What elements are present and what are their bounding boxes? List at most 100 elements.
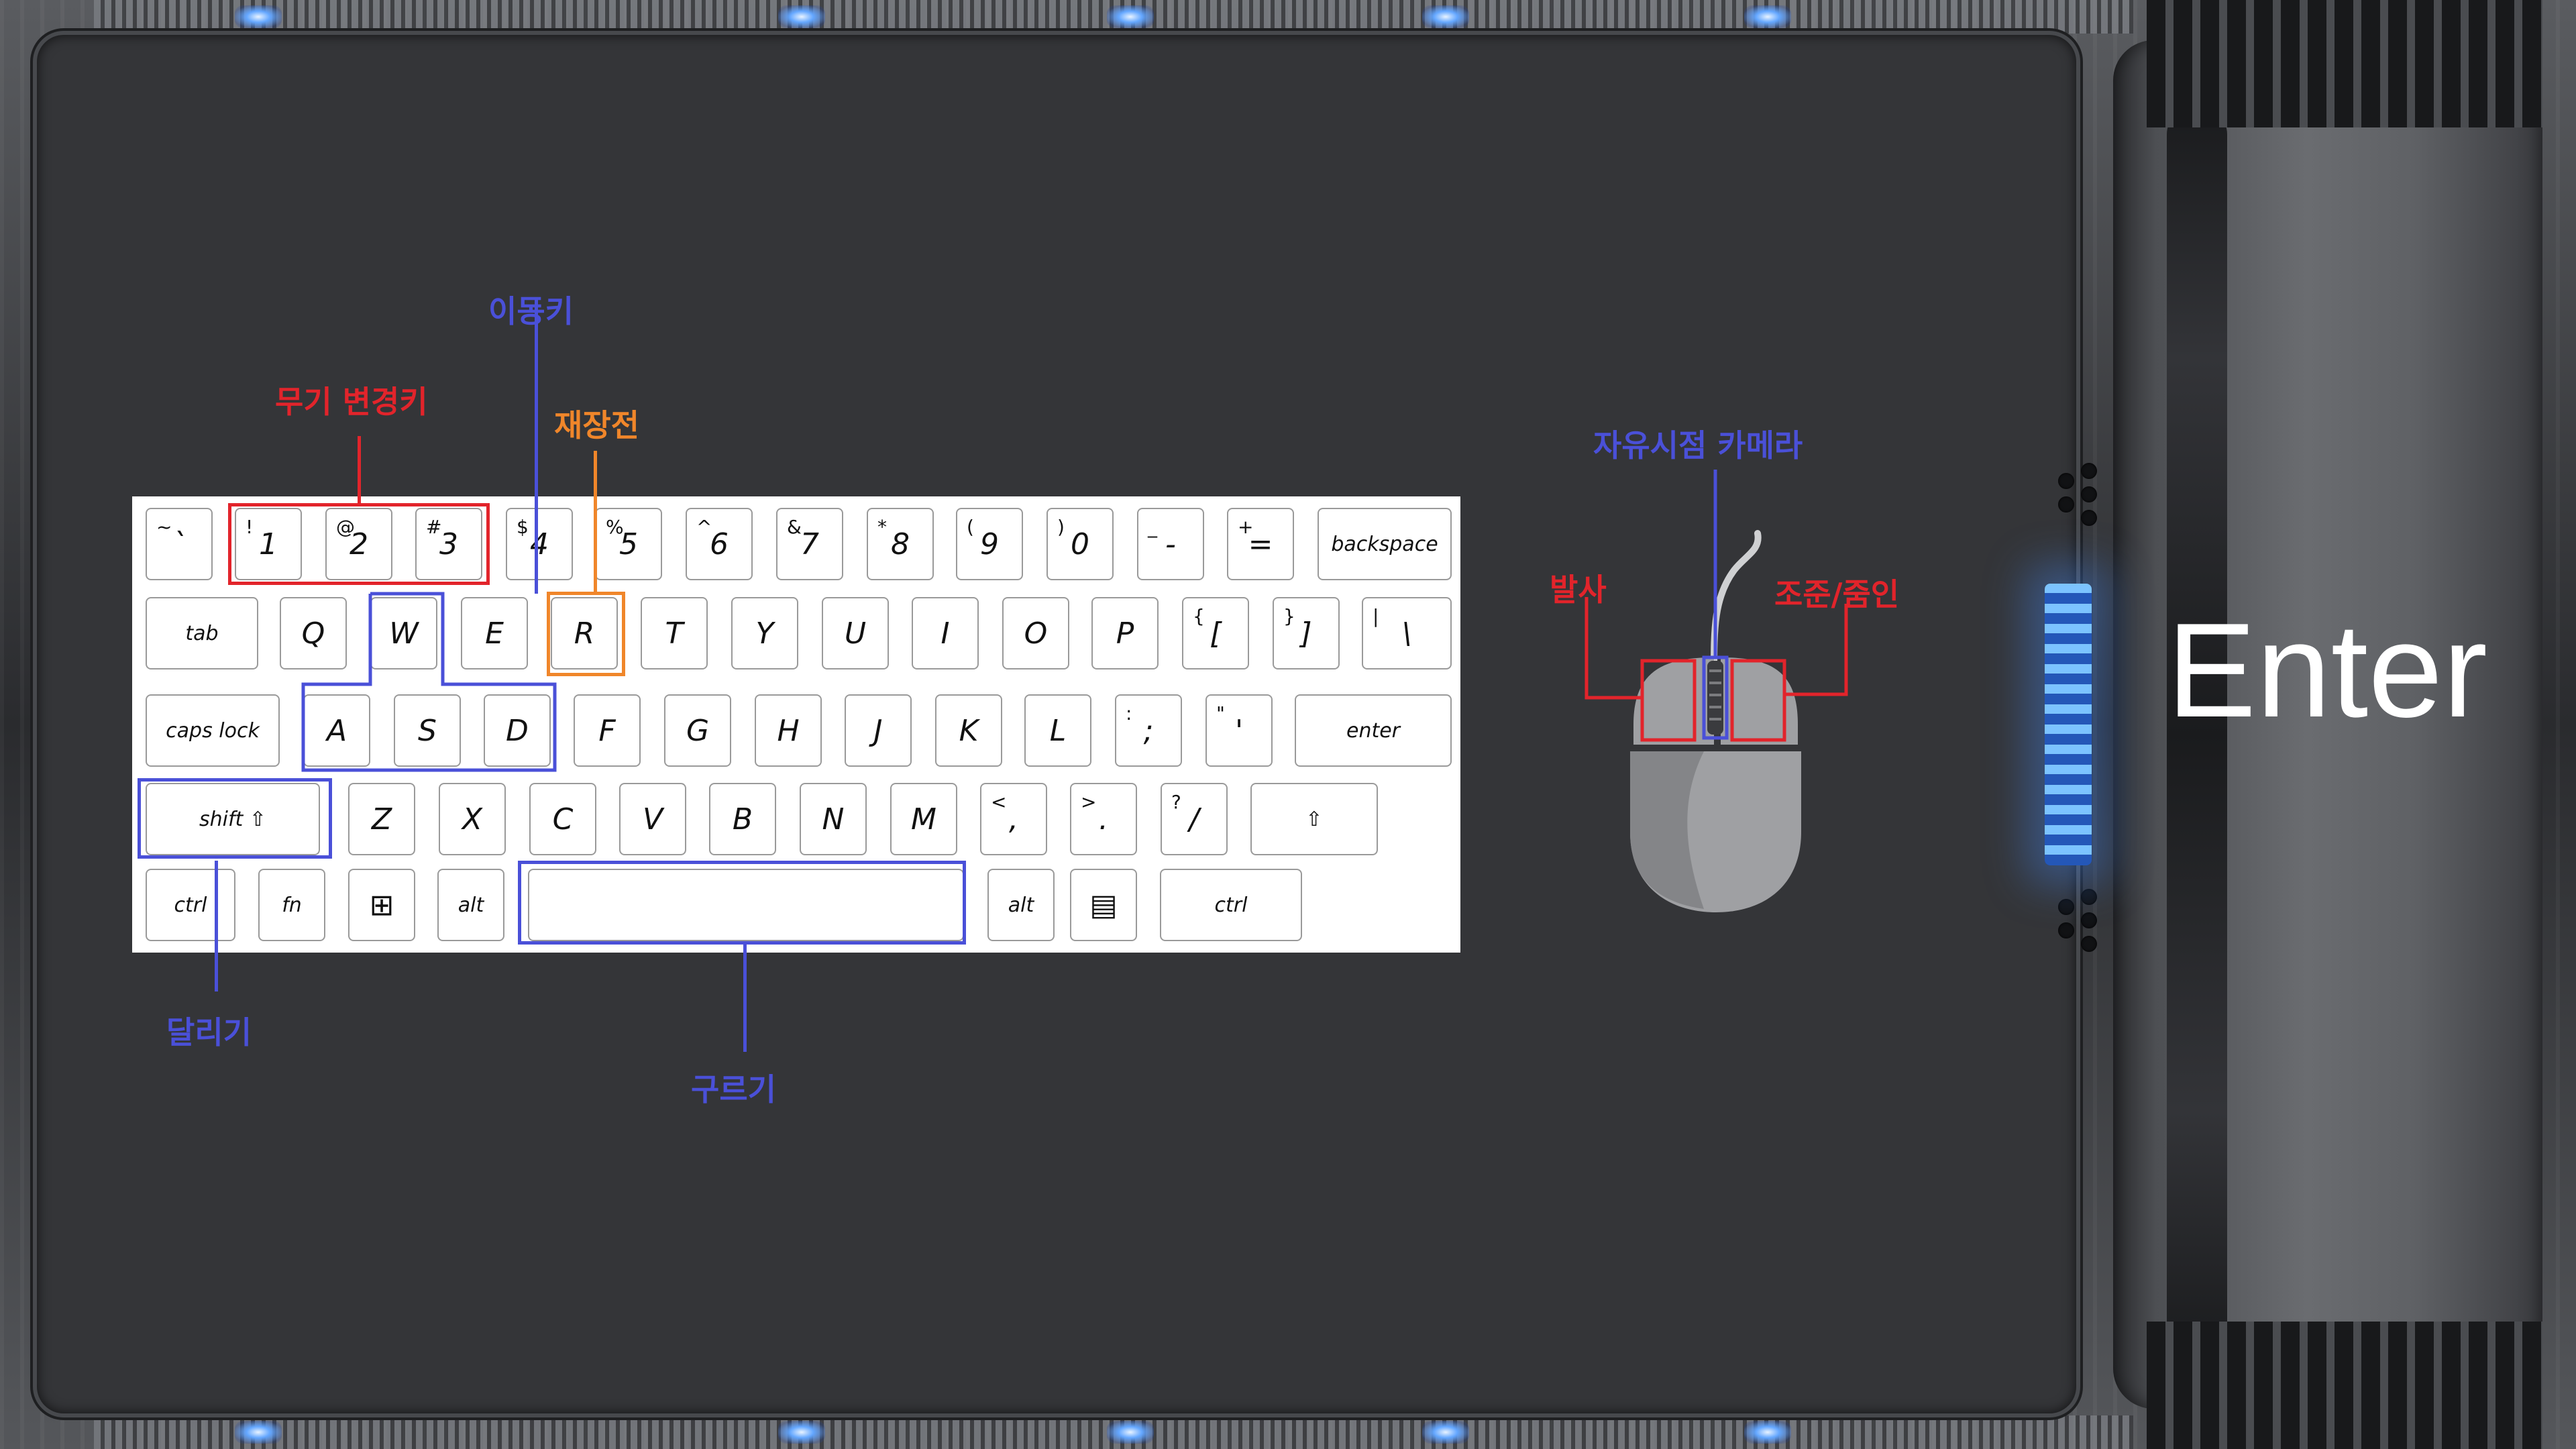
key-0: )0: [1046, 508, 1114, 580]
frame-light-icon: [1422, 1421, 1469, 1444]
vent-hole: [2081, 463, 2097, 479]
key-o: O: [1002, 597, 1069, 669]
key-quote: "': [1205, 694, 1273, 767]
key-5: %5: [595, 508, 662, 580]
free-camera-label: 자유시점 카메라: [1593, 427, 1803, 464]
key-u: U: [822, 597, 889, 669]
keyboard-diagram: ~` !1 @2 #3 $4 %5 ^6 &7 *8 (9 )0 _- += b…: [132, 496, 1460, 953]
reload-key-highlight: [547, 592, 625, 676]
vent-hole: [2081, 889, 2097, 905]
glow-indicator: [2045, 584, 2092, 865]
key-q: Q: [280, 597, 347, 669]
key-ctrl-right: ctrl: [1160, 869, 1302, 941]
key-6: ^6: [686, 508, 753, 580]
frame-light-icon: [1107, 5, 1154, 28]
callout-line: [535, 299, 538, 594]
roll-label: 구르기: [691, 1071, 776, 1108]
key-space: [528, 869, 964, 941]
key-l: L: [1024, 694, 1091, 767]
aim-zoom-label: 조준/줌인: [1774, 576, 1900, 612]
key-b: B: [709, 783, 776, 855]
key-k: K: [935, 694, 1002, 767]
key-9: (9: [956, 508, 1023, 580]
run-key-highlight: [138, 778, 332, 859]
vent-hole: [2058, 473, 2074, 489]
key-backspace: backspace: [1318, 508, 1452, 580]
key-equals: +=: [1227, 508, 1294, 580]
key-v: V: [619, 783, 686, 855]
frame-light-icon: [1744, 1421, 1791, 1444]
key-slash: ?/: [1161, 783, 1228, 855]
frame-light-icon: [235, 1421, 282, 1444]
key-h: H: [755, 694, 822, 767]
vent-hole: [2058, 922, 2074, 938]
callout-line: [594, 451, 597, 592]
weapon-keys-highlight: [228, 503, 490, 585]
frame-light-icon: [1422, 5, 1469, 28]
vent-hole: [2081, 510, 2097, 526]
callout-line: [358, 436, 361, 504]
key-shift-left: shift ⇧: [146, 783, 320, 855]
key-alt-left: alt: [437, 869, 504, 941]
key-semicolon: :;: [1115, 694, 1182, 767]
enter-button[interactable]: Enter: [2167, 590, 2542, 751]
key-p: P: [1091, 597, 1159, 669]
vent-hole: [2081, 936, 2097, 952]
key-e: E: [461, 597, 528, 669]
key-i: I: [912, 597, 979, 669]
key-alt-right: alt: [987, 869, 1055, 941]
key-j: J: [845, 694, 912, 767]
fire-label: 발사: [1550, 572, 1607, 608]
key-period: >.: [1070, 783, 1137, 855]
key-x: X: [439, 783, 506, 855]
key-1: !1: [235, 508, 302, 580]
key-y: Y: [731, 597, 798, 669]
key-backslash: |\: [1362, 597, 1452, 669]
weapon-change-label: 무기 변경키: [275, 384, 428, 420]
key-w: W: [370, 597, 437, 669]
key-ctrl-left: ctrl: [146, 869, 235, 941]
key-fn: fn: [258, 869, 325, 941]
key-s: S: [394, 694, 461, 767]
bottom-grille: [2147, 1322, 2542, 1449]
key-shift-right: ⇧: [1250, 783, 1378, 855]
roll-key-highlight: [518, 861, 966, 945]
windows-icon: ⊞: [348, 869, 415, 941]
move-keys-highlight: [301, 592, 557, 772]
key-8: *8: [867, 508, 934, 580]
reload-label: 재장전: [554, 407, 639, 443]
key-n: N: [800, 783, 867, 855]
mouse-icon: [1585, 470, 1848, 912]
key-z: Z: [348, 783, 415, 855]
move-label: 이동키: [488, 293, 574, 329]
key-3: #3: [415, 508, 482, 580]
frame-light-icon: [778, 5, 825, 28]
vent-hole: [2058, 899, 2074, 915]
key-f: F: [574, 694, 641, 767]
key-tab: tab: [146, 597, 258, 669]
vent-hole: [2058, 496, 2074, 513]
key-d: D: [484, 694, 551, 767]
vent-hole: [2081, 486, 2097, 502]
key-2: @2: [325, 508, 392, 580]
top-grille: [2147, 0, 2542, 127]
key-c: C: [529, 783, 596, 855]
side-panel: [2113, 40, 2542, 1409]
key-comma: <,: [980, 783, 1047, 855]
frame-light-icon: [1744, 5, 1791, 28]
key-backtick: ~`: [146, 508, 213, 580]
key-7: &7: [776, 508, 843, 580]
key-4: $4: [506, 508, 573, 580]
callout-line: [215, 861, 218, 991]
frame-light-icon: [778, 1421, 825, 1444]
key-bracket-left: {[: [1182, 597, 1249, 669]
vent-hole: [2081, 912, 2097, 928]
key-r: R: [551, 597, 618, 669]
frame-light-icon: [235, 5, 282, 28]
key-minus: _-: [1137, 508, 1204, 580]
run-label: 달리기: [166, 1014, 252, 1051]
frame-light-icon: [1107, 1421, 1154, 1444]
key-caps-lock: caps lock: [146, 694, 280, 767]
key-enter: enter: [1295, 694, 1452, 767]
key-g: G: [664, 694, 731, 767]
